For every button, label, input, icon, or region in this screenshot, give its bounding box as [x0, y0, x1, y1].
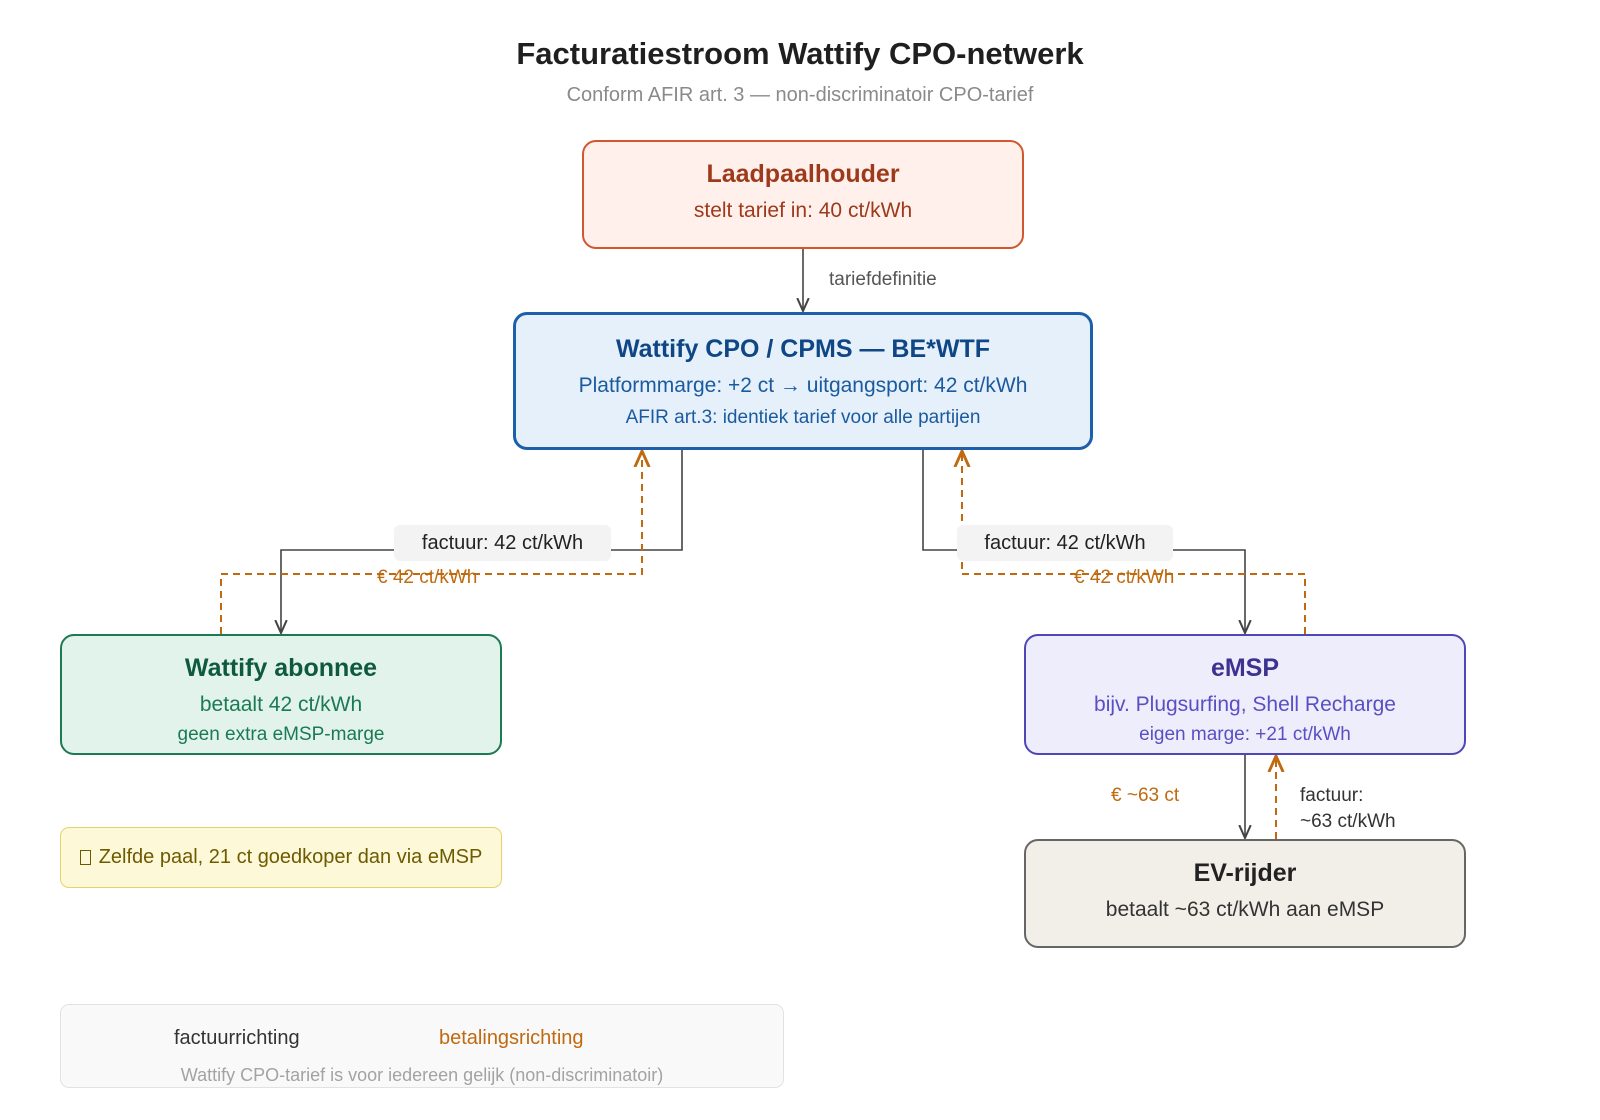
- legend-footnote: Wattify CPO-tarief is voor iedereen geli…: [180, 1065, 664, 1085]
- node-abonnee-note: geen extra eMSP-marge: [177, 724, 385, 745]
- legend: factuurrichting betalingsrichting Wattif…: [60, 1004, 784, 1088]
- node-abonnee-price: betaalt 42 ct/kWh: [199, 693, 363, 716]
- label-invoice-ev-line1: factuur:: [1300, 785, 1364, 806]
- label-invoice-abonnee: factuur: 42 ct/kWh: [394, 525, 611, 561]
- node-ev-rijder-price: betaalt ~63 ct/kWh aan eMSP: [1105, 898, 1385, 921]
- label-payment-ev: € ~63 ct: [1111, 785, 1180, 806]
- savings-note-text: Zelfde paal, 21 ct goedkoper dan via eMS…: [98, 846, 483, 868]
- note-icon: [79, 850, 91, 865]
- label-invoice-emsp: factuur: 42 ct/kWh: [957, 525, 1173, 561]
- diagram-subtitle: Conform AFIR art. 3 — non-discriminatoir…: [566, 84, 1034, 106]
- node-cpo-afir: AFIR art.3: identiek tarief voor alle pa…: [625, 407, 981, 428]
- node-abonnee-title: Wattify abonnee: [184, 654, 378, 682]
- payment-arrow-emsp: [962, 451, 1306, 634]
- label-tariefdefinitie: tariefdefinitie: [829, 269, 937, 290]
- label-invoice-ev-line2: ~63 ct/kWh: [1300, 811, 1396, 832]
- label-payment-emsp: € 42 ct/kWh: [1074, 567, 1175, 588]
- node-ev-rijder-title: EV-rijder: [1193, 859, 1297, 887]
- payment-arrow-abonnee: [220, 451, 642, 634]
- node-emsp-margin: eigen marge: +21 ct/kWh: [1139, 724, 1351, 745]
- node-laadpaalhouder-title: Laadpaalhouder: [706, 160, 900, 188]
- diagram-title: Facturatiestroom Wattify CPO-netwerk: [516, 36, 1084, 71]
- node-cpo-title: Wattify CPO / CPMS — BE*WTF: [615, 335, 991, 363]
- savings-note: Zelfde paal, 21 ct goedkoper dan via eMS…: [60, 827, 502, 888]
- node-emsp: eMSP bijv. Plugsurfing, Shell Recharge e…: [1024, 634, 1466, 755]
- node-cpo-margin: Platformmarge: +2 ct → uitgangsport: 42 …: [578, 374, 1028, 397]
- legend-payment-label: betalingsrichting: [439, 1027, 584, 1049]
- node-emsp-title: eMSP: [1210, 654, 1280, 682]
- label-payment-abonnee: € 42 ct/kWh: [377, 567, 478, 588]
- node-ev-rijder: EV-rijder betaalt ~63 ct/kWh aan eMSP: [1024, 839, 1466, 948]
- node-emsp-examples: bijv. Plugsurfing, Shell Recharge: [1094, 693, 1396, 716]
- node-laadpaalhouder-tariff: stelt tarief in: 40 ct/kWh: [693, 199, 913, 222]
- node-cpo: Wattify CPO / CPMS — BE*WTF Platformmarg…: [513, 312, 1093, 450]
- legend-invoice-label: factuurrichting: [174, 1027, 300, 1049]
- node-laadpaalhouder: Laadpaalhouder stelt tarief in: 40 ct/kW…: [582, 140, 1024, 249]
- node-abonnee: Wattify abonnee betaalt 42 ct/kWh geen e…: [60, 634, 502, 755]
